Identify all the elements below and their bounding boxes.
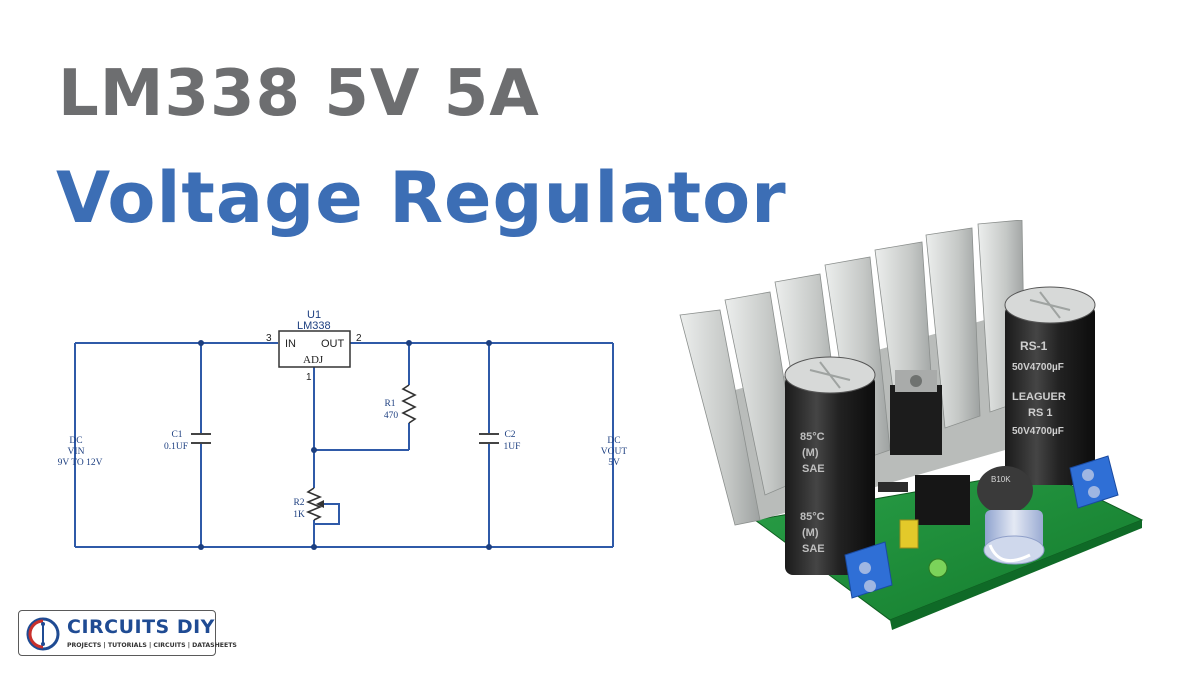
capacitor-right: RS-1 50V4700µF LEAGUER RS 1 50V4700µF [1004, 286, 1096, 485]
pcb-label-gnd: GND [818, 582, 838, 597]
input-label-2: VIN [68, 447, 85, 457]
title-line-1: LM338 5V 5A [58, 57, 540, 131]
capacitor-c2-symbol [479, 433, 499, 444]
regulator-ic [890, 385, 942, 455]
cap-right-rating-2: 50V4700µF [1012, 426, 1064, 437]
r1-ref: R1 [384, 399, 395, 409]
r2-ref: R2 [293, 498, 304, 508]
terminal-block-output [1069, 455, 1119, 509]
ic-pin-adj-num: 1 [306, 372, 312, 383]
capacitor-c1-symbol [191, 433, 211, 444]
r1-value: 470 [384, 411, 399, 421]
cap-left-mark1-1: (M) [802, 447, 819, 459]
cap-right-series: RS-1 [1020, 339, 1048, 353]
cap-right-rating: 50V4700µF [1012, 362, 1064, 373]
output-label-3: 5V [608, 458, 620, 468]
potentiometer: B10K [977, 466, 1045, 565]
ic-pin-out-num: 2 [356, 333, 362, 344]
circuits-diy-logo[interactable]: CIRCUITS DIY PROJECTS | TUTORIALS | CIRC… [18, 610, 237, 656]
potentiometer-wiper-arrow [316, 500, 324, 508]
c2-value: 1UF [504, 442, 521, 452]
cap-right-brand: LEAGUER [1012, 391, 1066, 403]
output-label-1: DC [607, 436, 620, 446]
capacitor-left: 85°C (M) SAE 85°C (M) SAE [784, 356, 876, 575]
cap-left-mark2-2: SAE [802, 543, 825, 555]
c2-ref: C2 [504, 430, 515, 440]
ic-pin-out: OUT [321, 338, 345, 350]
c1-value: 0.1UF [164, 442, 188, 452]
cap-right-model: RS 1 [1028, 407, 1052, 419]
junction-dots [198, 340, 492, 550]
pcb-label-out: OUT [833, 606, 852, 620]
ic-pin-adj: ADJ [303, 354, 324, 366]
terminal-block-input [844, 541, 893, 599]
small-component [915, 475, 970, 525]
cap-left-temp-2: 85°C [800, 511, 825, 523]
r2-value: 1K [293, 510, 305, 520]
potentiometer-r2-symbol [305, 487, 323, 521]
logo-brand: CIRCUITS DIY [67, 616, 215, 638]
title-line-2: Voltage Regulator [56, 157, 787, 239]
led [928, 558, 948, 578]
c1-ref: C1 [171, 430, 182, 440]
regulator-module-photo: 85°C (M) SAE 85°C (M) SAE RS-1 50V4700µF… [679, 220, 1144, 630]
cap-left-mark2-1: SAE [802, 463, 825, 475]
wires [74, 342, 614, 548]
logo-tagline: PROJECTS | TUTORIALS | CIRCUITS | DATASH… [67, 642, 237, 649]
ic-part: LM338 [297, 320, 331, 332]
input-label-3: 9V TO 12V [58, 458, 103, 468]
ic-pin-in: IN [285, 338, 296, 350]
film-capacitor [899, 519, 919, 549]
cap-left-temp-1: 85°C [800, 431, 825, 443]
ic-pin-in-num: 3 [266, 333, 272, 344]
resistor-r1-symbol [401, 384, 417, 424]
ic-u1-box [278, 330, 351, 368]
cap-left-mark1-2: (M) [802, 527, 819, 539]
input-label-1: DC [69, 436, 82, 446]
ic-ref: U1 [307, 309, 321, 321]
logo-cd-icon [26, 617, 60, 651]
pot-mark: B10K [991, 475, 1011, 484]
output-label-2: VOUT [601, 447, 628, 457]
